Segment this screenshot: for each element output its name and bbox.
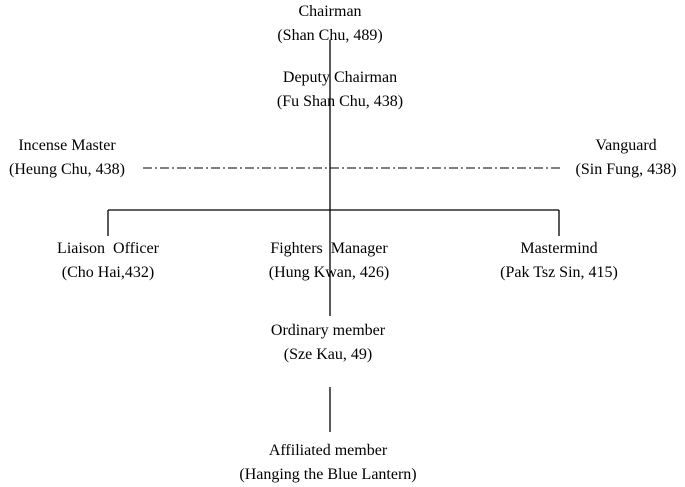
liaison-officer-title: Liaison Officer bbox=[57, 240, 159, 257]
fighters-manager-detail: (Hung Kwan, 426) bbox=[268, 264, 390, 281]
liaison-officer-node: Liaison Officer (Cho Hai,432) bbox=[57, 237, 159, 285]
affiliated-member-node: Affiliated member (Hanging the Blue Lant… bbox=[239, 439, 416, 487]
vanguard-node: Vanguard (Sin Fung, 438) bbox=[576, 134, 677, 182]
incense-master-title: Incense Master bbox=[18, 137, 116, 154]
deputy-chairman-node: Deputy Chairman (Fu Shan Chu, 438) bbox=[277, 66, 403, 114]
incense-master-node: Incense Master (Heung Chu, 438) bbox=[9, 134, 125, 182]
vanguard-title: Vanguard bbox=[595, 137, 657, 154]
deputy-chairman-detail: (Fu Shan Chu, 438) bbox=[276, 93, 404, 110]
vanguard-detail: (Sin Fung, 438) bbox=[575, 161, 677, 178]
fighters-manager-title: Fighters Manager bbox=[270, 240, 388, 257]
affiliated-member-detail: (Hanging the Blue Lantern) bbox=[239, 466, 417, 483]
mastermind-title: Mastermind bbox=[520, 240, 598, 257]
ordinary-member-detail: (Sze Kau, 49) bbox=[283, 346, 373, 363]
chairman-node: Chairman (Shan Chu, 489) bbox=[277, 0, 382, 48]
ordinary-member-node: Ordinary member (Sze Kau, 49) bbox=[271, 319, 385, 367]
mastermind-node: Mastermind (Pak Tsz Sin, 415) bbox=[500, 237, 618, 285]
chairman-detail: (Shan Chu, 489) bbox=[277, 27, 383, 44]
chairman-title: Chairman bbox=[298, 3, 362, 20]
mastermind-detail: (Pak Tsz Sin, 415) bbox=[500, 264, 618, 281]
deputy-chairman-title: Deputy Chairman bbox=[282, 69, 398, 86]
liaison-officer-detail: (Cho Hai,432) bbox=[61, 264, 155, 281]
ordinary-member-title: Ordinary member bbox=[270, 322, 386, 339]
fighters-manager-node: Fighters Manager (Hung Kwan, 426) bbox=[269, 237, 389, 285]
affiliated-member-title: Affiliated member bbox=[268, 442, 388, 459]
incense-master-detail: (Heung Chu, 438) bbox=[9, 161, 125, 178]
